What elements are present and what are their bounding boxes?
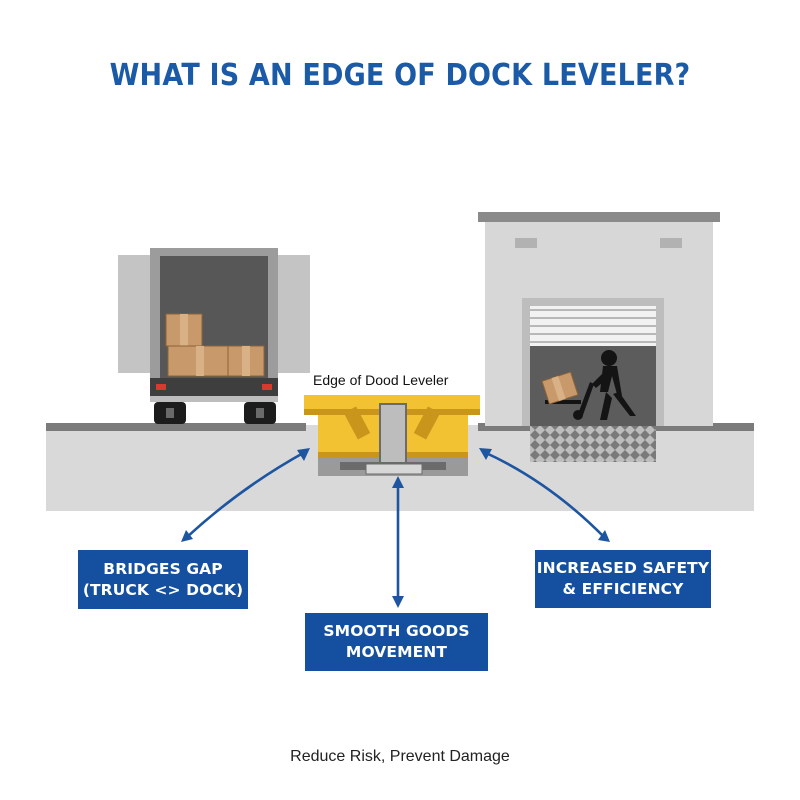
arrow-to-safety xyxy=(483,450,606,539)
benefit-line: (TRUCK <> DOCK) xyxy=(82,580,244,599)
arrow-head xyxy=(598,530,610,542)
benefit-line: MOVEMENT xyxy=(345,643,448,661)
benefit-smooth-movement: SMOOTH GOODS MOVEMENT xyxy=(305,613,488,671)
benefit-bridges-gap: BRIDGES GAP (TRUCK <> DOCK) xyxy=(78,550,248,609)
arrow-head xyxy=(181,530,193,542)
benefit-line: SMOOTH GOODS xyxy=(323,622,470,640)
worker-with-hand-truck-icon xyxy=(541,350,636,420)
callout-arrows xyxy=(185,450,606,605)
cardboard-box-icon xyxy=(165,313,265,377)
warehouse-icon xyxy=(478,212,720,462)
benefit-safety-efficiency: INCREASED SAFETY & EFFICIENCY xyxy=(535,550,711,608)
truck-icon xyxy=(118,248,310,424)
arrow-head xyxy=(479,448,492,460)
footer-tagline: Reduce Risk, Prevent Damage xyxy=(290,748,510,765)
arrow-to-bridges-gap xyxy=(185,450,306,539)
cardboard-box-icon xyxy=(541,371,579,405)
benefit-line: BRIDGES GAP xyxy=(103,559,223,578)
arrow-head xyxy=(297,448,310,461)
arrow-head xyxy=(392,596,404,608)
arrow-heads xyxy=(181,448,610,608)
page-title: WHAT IS AN EDGE OF DOCK LEVELER? xyxy=(109,58,691,93)
dock-leveler-icon xyxy=(304,395,480,476)
benefit-line: INCREASED SAFETY xyxy=(536,559,710,577)
benefit-line: & EFFICIENCY xyxy=(562,580,684,598)
arrow-head xyxy=(392,476,404,488)
